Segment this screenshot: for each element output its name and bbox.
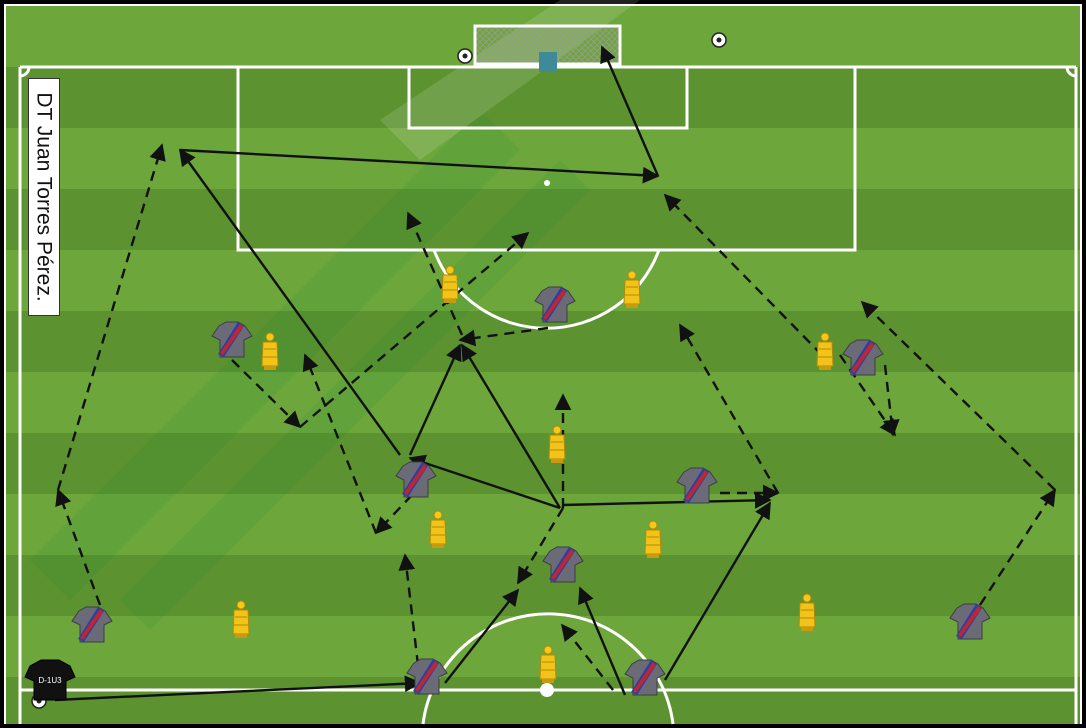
goal — [475, 26, 620, 72]
ball-icon — [712, 33, 726, 47]
penalty-spot — [544, 180, 550, 186]
coach-name-text: DT Juan Torres Pérez. — [32, 92, 56, 301]
coach-label: DT Juan Torres Pérez. — [28, 78, 60, 316]
goalkeeper-figure — [539, 52, 557, 72]
ball-icon — [458, 49, 472, 63]
grass-stripes — [6, 6, 1080, 724]
black-shirt-text: D-1U3 — [38, 676, 62, 685]
center-spot — [540, 683, 554, 697]
